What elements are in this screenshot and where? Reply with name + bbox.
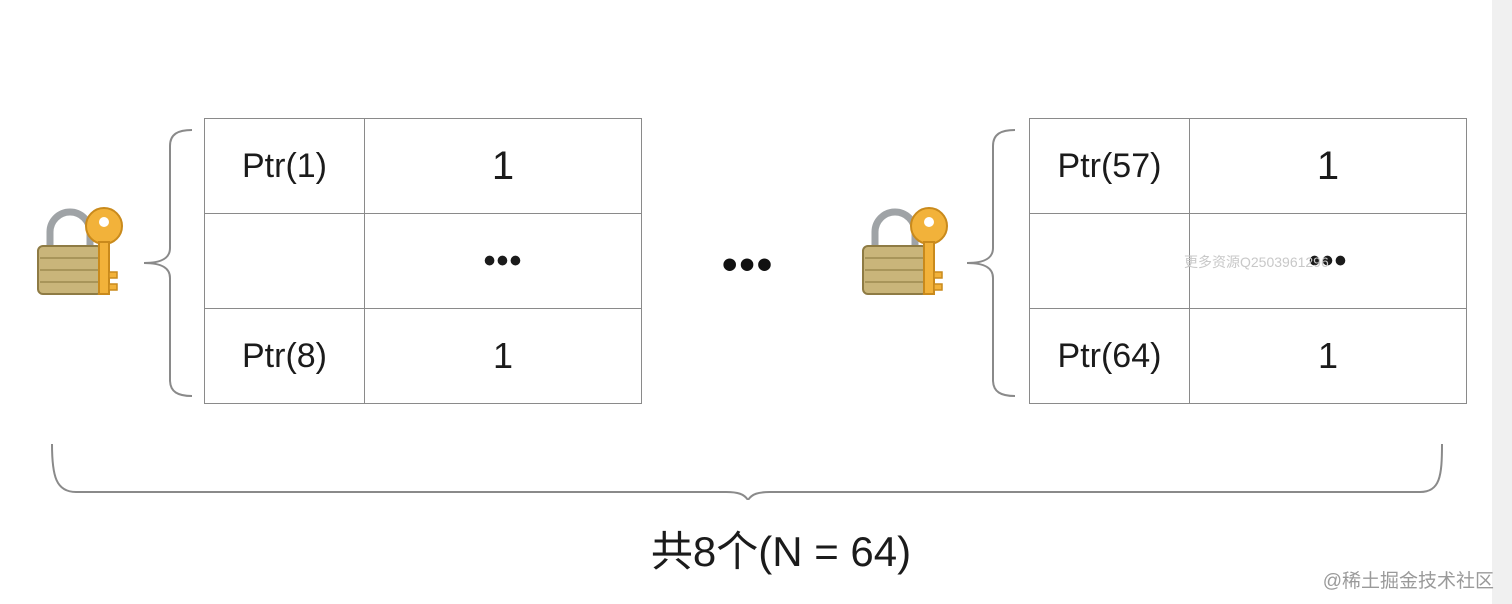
pointer-cell: Ptr(8) [204, 308, 365, 404]
watermark-text: 更多资源Q2503961296 [1184, 254, 1329, 270]
pointer-cell: Ptr(57) [1029, 118, 1190, 214]
ellipsis-cell: ••• [364, 213, 642, 309]
count-cell: 1 [1189, 118, 1467, 214]
table-row: Ptr(8) 1 [204, 308, 642, 404]
pointer-cell [204, 213, 365, 309]
table-row: ••• [1029, 213, 1467, 309]
right-edge-strip [1492, 0, 1512, 604]
table-row: Ptr(1) 1 [204, 118, 642, 214]
lock-with-key-icon [37, 207, 123, 295]
shard-table-1: Ptr(1) 1 ••• Ptr(8) 1 [204, 118, 642, 404]
table-row: Ptr(64) 1 [1029, 308, 1467, 404]
diagram-caption: 共8个(N = 64) [650, 528, 912, 575]
left-curly-brace-icon [143, 129, 193, 397]
pointer-cell [1029, 213, 1190, 309]
left-curly-brace-icon [966, 129, 1016, 397]
lock-with-key-icon [862, 207, 948, 295]
count-cell: 1 [1189, 308, 1467, 404]
between-groups-ellipsis: ••• [722, 240, 775, 289]
table-row: Ptr(57) 1 [1029, 118, 1467, 214]
pointer-cell: Ptr(1) [204, 118, 365, 214]
bottom-curly-brace-icon [51, 443, 1443, 500]
count-cell: 1 [364, 308, 642, 404]
ellipsis-cell: ••• [1189, 213, 1467, 309]
shard-table-2: Ptr(57) 1 ••• Ptr(64) 1 [1029, 118, 1467, 404]
pointer-cell: Ptr(64) [1029, 308, 1190, 404]
site-watermark: @稀土掘金技术社区 [1322, 571, 1494, 592]
table-row: ••• [204, 213, 642, 309]
count-cell: 1 [364, 118, 642, 214]
